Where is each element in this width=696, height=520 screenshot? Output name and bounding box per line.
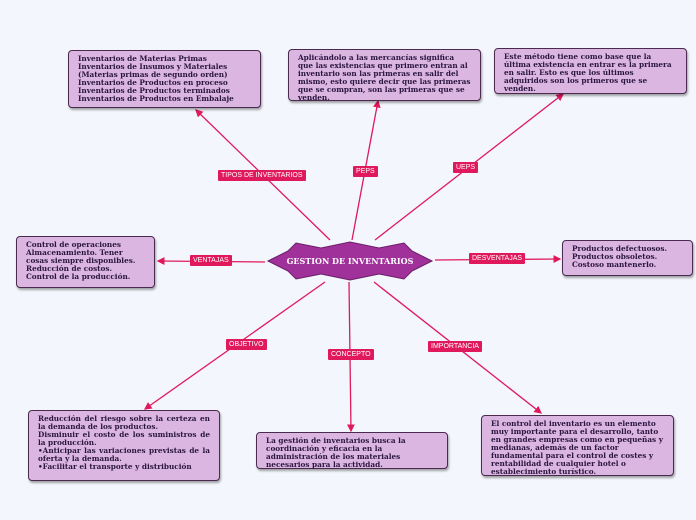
central-topic[interactable]: GESTION DE INVENTARIOS — [266, 241, 434, 281]
box-tipos[interactable]: Inventarios de Materias Primas Inventari… — [68, 50, 261, 108]
label-peps[interactable]: PEPS — [353, 166, 378, 177]
box-objetivo[interactable]: Reducción del riesgo sobre la certeza en… — [28, 410, 220, 481]
label-ueps[interactable]: UEPS — [453, 162, 479, 173]
central-topic-label: GESTION DE INVENTARIOS — [286, 256, 414, 266]
box-ventajas[interactable]: Control de operaciones Almacenamiento. T… — [16, 236, 155, 288]
label-tipos[interactable]: TIPOS DE INVENTARIOS — [218, 170, 306, 181]
box-importancia[interactable]: El control del inventario es un elemento… — [481, 415, 674, 476]
label-objetivo[interactable]: OBJETIVO — [226, 339, 267, 350]
label-importancia[interactable]: IMPORTANCIA — [428, 341, 482, 352]
star-shape — [266, 241, 434, 281]
label-concepto[interactable]: CONCEPTO — [328, 349, 374, 360]
box-concepto[interactable]: La gestión de inventarios busca la coord… — [256, 432, 448, 469]
box-ueps[interactable]: Este método tiene como base que la últim… — [494, 48, 687, 94]
label-ventajas[interactable]: VENTAJAS — [190, 255, 232, 266]
box-peps[interactable]: Aplicándolo a las mercancías significa q… — [288, 49, 481, 102]
box-desventajas[interactable]: Productos defectuosos. Productos obsolet… — [562, 240, 693, 276]
label-desventajas[interactable]: DESVENTAJAS — [469, 253, 526, 264]
